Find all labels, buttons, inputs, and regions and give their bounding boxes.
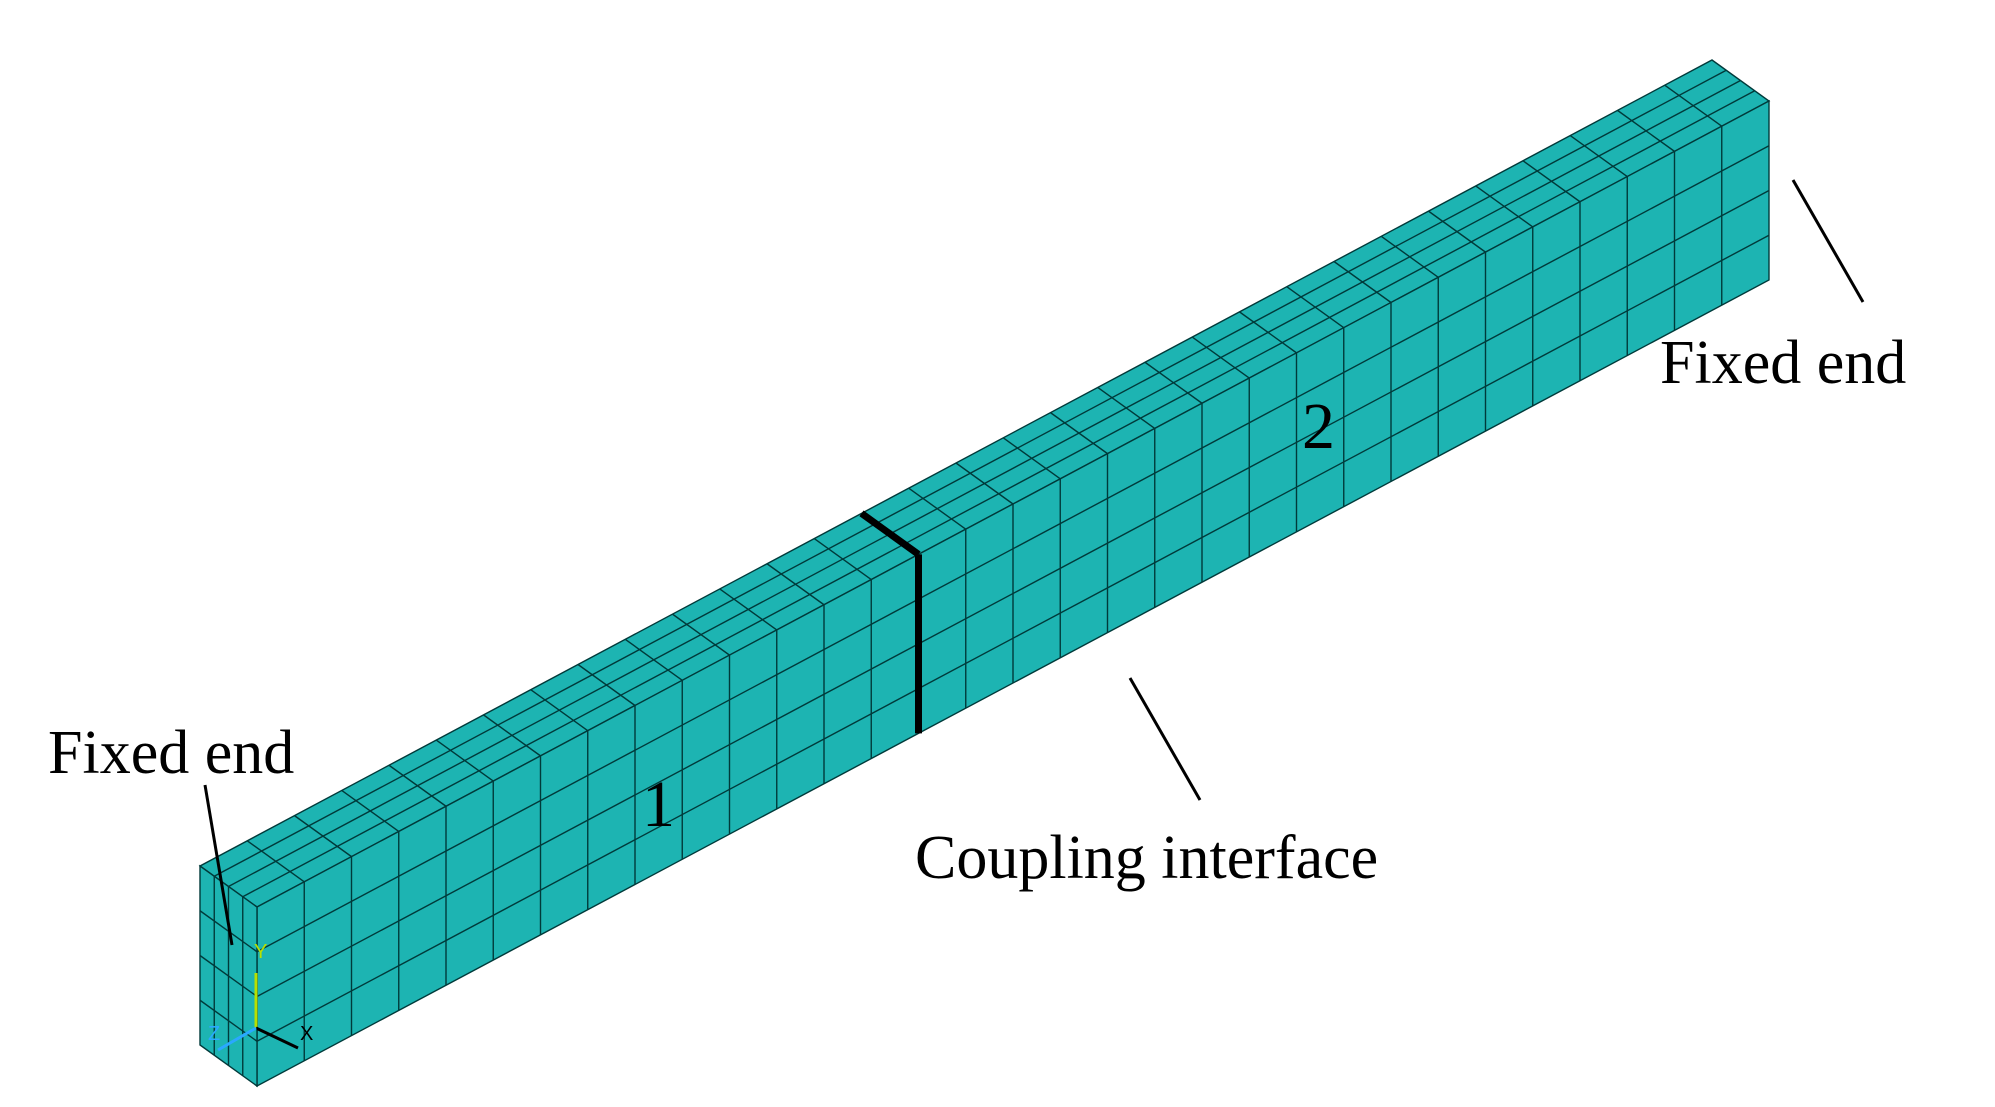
coupling-interface-top-line bbox=[859, 510, 921, 558]
coordinate-triad: Y X Z bbox=[208, 941, 313, 1052]
top-grid-line bbox=[228, 79, 1741, 888]
top-grid-line bbox=[213, 69, 1727, 877]
side-grid-line bbox=[256, 189, 1770, 998]
leader-line-coupling-interface bbox=[1128, 677, 1202, 801]
x-axis-line bbox=[255, 1026, 299, 1050]
leader-line-fixed-end-right bbox=[1791, 179, 1865, 303]
part-1-label: 1 bbox=[642, 768, 675, 841]
x-axis-label: X bbox=[300, 1023, 313, 1045]
fixed-end-left-label: Fixed end bbox=[48, 719, 294, 787]
z-axis-line bbox=[217, 1026, 257, 1052]
side-grid-line bbox=[256, 145, 1770, 953]
z-axis-label: Z bbox=[208, 1023, 220, 1045]
coupling-interface-label: Coupling interface bbox=[915, 824, 1378, 892]
leader-line-fixed-end-left bbox=[203, 784, 234, 946]
fixed-end-right-label: Fixed end bbox=[1660, 329, 1906, 397]
top-grid-line bbox=[242, 90, 1756, 898]
y-axis-label: Y bbox=[254, 941, 267, 963]
end-grid-line bbox=[199, 954, 258, 998]
annotations: Fixed end Fixed end Coupling interface 1… bbox=[48, 179, 1906, 946]
side-grid-line bbox=[256, 234, 1770, 1042]
part-2-label: 2 bbox=[1302, 390, 1335, 463]
beam-mesh bbox=[198, 59, 1771, 1088]
